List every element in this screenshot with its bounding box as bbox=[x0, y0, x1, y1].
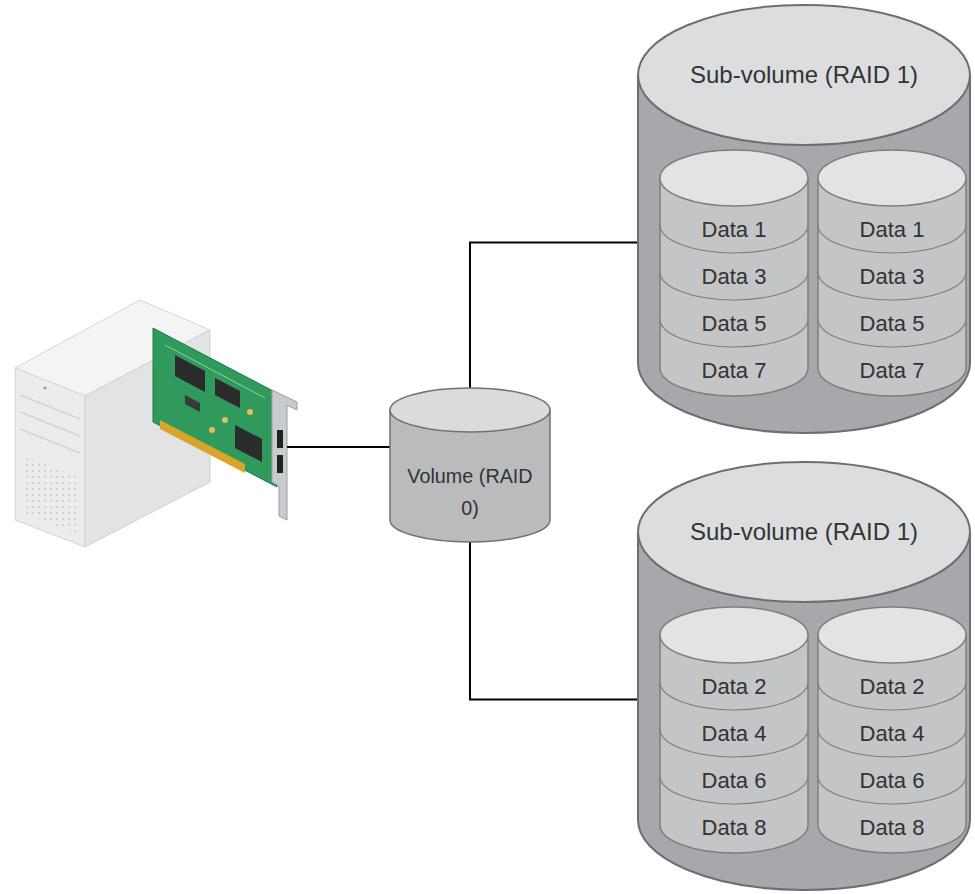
cylinder-body bbox=[818, 635, 966, 853]
label-text: Data 8 bbox=[860, 814, 925, 842]
sub-volume-cylinder: Sub-volume (RAID 1)Data 2Data 4Data 6Dat… bbox=[638, 462, 970, 890]
cylinder-body bbox=[660, 178, 808, 396]
port bbox=[277, 455, 283, 473]
data-block-label: Data 7 bbox=[666, 347, 802, 394]
cylinder-top bbox=[638, 5, 970, 145]
cable bbox=[287, 446, 390, 448]
label-text: Volume (RAID 0) bbox=[404, 460, 536, 524]
data-block-label: Data 7 bbox=[824, 347, 960, 394]
connector-line bbox=[470, 542, 639, 700]
label-text: Data 7 bbox=[702, 357, 767, 385]
gold-fingers bbox=[160, 420, 245, 473]
trace bbox=[165, 345, 265, 398]
cylinder-top bbox=[660, 150, 808, 206]
label-text: Data 1 bbox=[860, 216, 925, 244]
data-block-label: Data 1 bbox=[824, 206, 960, 253]
data-block-label: Data 1 bbox=[666, 206, 802, 253]
cylinder-body bbox=[818, 178, 966, 396]
drive-bay bbox=[20, 429, 80, 453]
label-text: Sub-volume (RAID 1) bbox=[690, 517, 918, 547]
data-block-label: Data 8 bbox=[666, 804, 802, 851]
capacitor bbox=[247, 409, 253, 415]
chip bbox=[185, 395, 200, 412]
volume-cylinder: Volume (RAID 0) bbox=[390, 388, 550, 542]
label-text: Sub-volume (RAID 1) bbox=[690, 60, 918, 90]
cylinder-top bbox=[638, 462, 970, 602]
label-text: Data 5 bbox=[860, 310, 925, 338]
data-block-label: Data 5 bbox=[666, 300, 802, 347]
label-text: Data 3 bbox=[860, 263, 925, 291]
volume-label: Volume (RAID 0) bbox=[404, 442, 536, 542]
capacitor bbox=[222, 417, 228, 423]
cylinder-top bbox=[660, 607, 808, 663]
label-text: Data 7 bbox=[860, 357, 925, 385]
volume-label: Sub-volume (RAID 1) bbox=[646, 462, 962, 602]
tower-front bbox=[15, 368, 85, 547]
port bbox=[277, 430, 283, 448]
chip bbox=[175, 355, 205, 392]
data-block-label: Data 5 bbox=[824, 300, 960, 347]
data-block-label: Data 4 bbox=[824, 710, 960, 757]
card-bracket bbox=[272, 390, 297, 520]
data-block-label: Data 6 bbox=[666, 757, 802, 804]
data-block-label: Data 2 bbox=[824, 663, 960, 710]
cylinder-body bbox=[660, 635, 808, 853]
disk-cylinder: Data 2 Data 4 Data 6 Data 8 bbox=[818, 607, 966, 853]
disk-cylinder: Data 2 Data 4 Data 6 Data 8 bbox=[660, 607, 808, 853]
data-block-label: Data 2 bbox=[666, 663, 802, 710]
circuit-board bbox=[153, 328, 277, 487]
sub-volume-cylinder: Sub-volume (RAID 1)Data 1Data 3Data 5Dat… bbox=[638, 5, 970, 433]
label-text: Data 2 bbox=[702, 673, 767, 701]
data-block-label: Data 6 bbox=[824, 757, 960, 804]
label-text: Data 1 bbox=[702, 216, 767, 244]
cylinder-top bbox=[390, 388, 550, 432]
label-text: Data 6 bbox=[860, 767, 925, 795]
label-text: Data 4 bbox=[702, 720, 767, 748]
data-block-label: Data 4 bbox=[666, 710, 802, 757]
chip bbox=[235, 425, 262, 462]
power-led bbox=[44, 387, 47, 390]
tower-vent bbox=[22, 455, 80, 535]
label-text: Data 6 bbox=[702, 767, 767, 795]
label-text: Data 5 bbox=[702, 310, 767, 338]
data-block-label: Data 8 bbox=[824, 804, 960, 851]
label-text: Data 2 bbox=[860, 673, 925, 701]
connector-line bbox=[470, 243, 639, 388]
label-text: Data 8 bbox=[702, 814, 767, 842]
volume-label: Sub-volume (RAID 1) bbox=[646, 5, 962, 145]
capacitor bbox=[209, 427, 215, 433]
data-block-label: Data 3 bbox=[666, 253, 802, 300]
cylinder-top bbox=[818, 150, 966, 206]
label-text: Data 4 bbox=[860, 720, 925, 748]
cylinder-top bbox=[818, 607, 966, 663]
disk-cylinder: Data 1 Data 3 Data 5 Data 7 bbox=[660, 150, 808, 396]
label-text: Data 3 bbox=[702, 263, 767, 291]
disk-cylinder: Data 1 Data 3 Data 5 Data 7 bbox=[818, 150, 966, 396]
data-block-label: Data 3 bbox=[824, 253, 960, 300]
